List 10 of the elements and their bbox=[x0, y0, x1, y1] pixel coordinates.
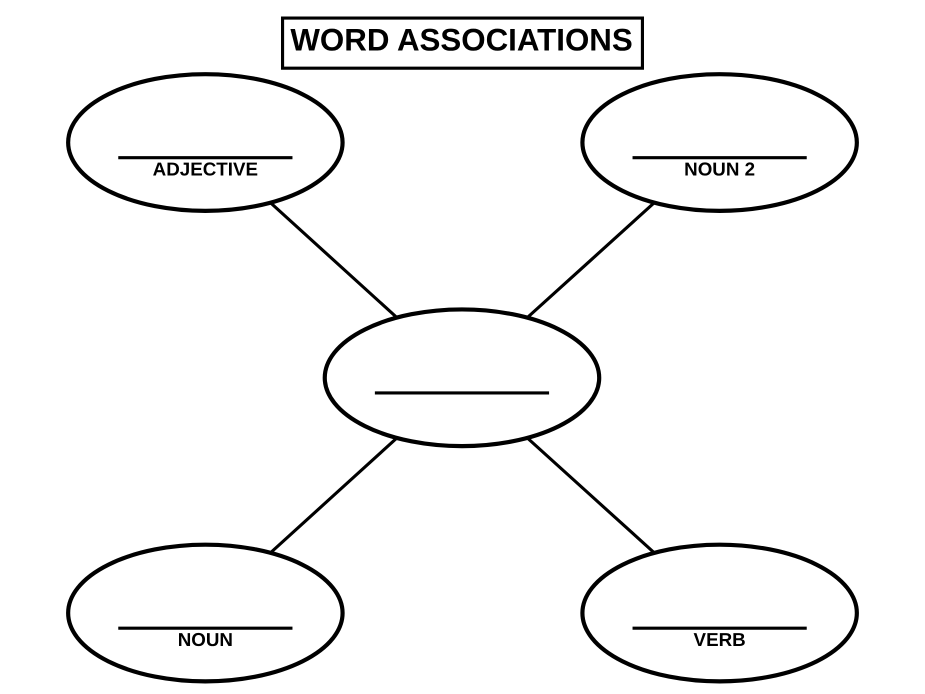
connector bbox=[526, 202, 655, 319]
node-ellipse: NOUN 2 bbox=[580, 72, 859, 213]
node-ellipse: ADJECTIVE bbox=[66, 72, 345, 213]
diagram-title: WORD ASSOCIATIONS bbox=[290, 22, 633, 58]
connector bbox=[270, 202, 398, 319]
connector bbox=[270, 437, 398, 554]
node-ellipse: NOUN bbox=[66, 542, 345, 684]
node-ellipse: VERB bbox=[580, 542, 859, 684]
node-ellipse bbox=[322, 307, 602, 448]
connector bbox=[526, 437, 656, 554]
